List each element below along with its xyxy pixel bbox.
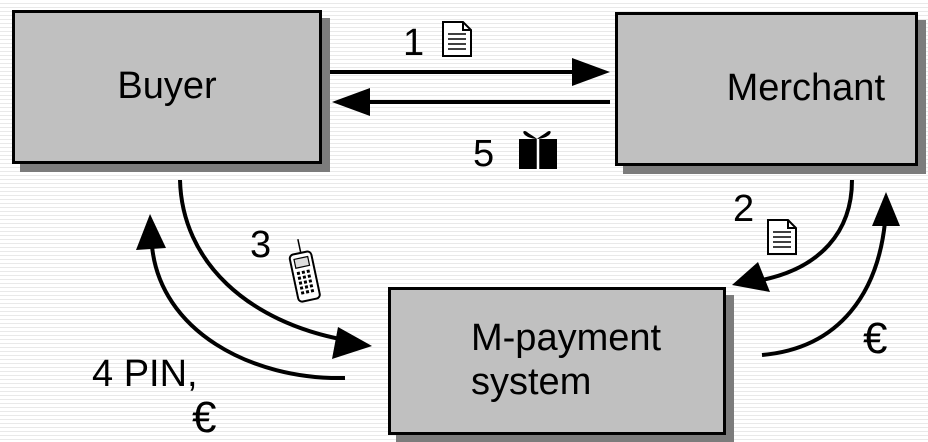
buyer-label: Buyer bbox=[117, 65, 217, 108]
euro-label-merchant: € bbox=[863, 314, 888, 363]
step-4-pin-label: 4 PIN, bbox=[92, 353, 198, 395]
document-icon bbox=[767, 219, 797, 255]
m-payment-label-line1: M-payment bbox=[471, 317, 662, 360]
merchant-box: Merchant bbox=[615, 12, 918, 166]
step-1-label: 1 bbox=[403, 22, 425, 64]
arrow-1-buyer-to-merchant bbox=[330, 58, 610, 86]
arrow-2-merchant-to-payment bbox=[732, 179, 854, 292]
arrow-euro-payment-to-merchant bbox=[761, 192, 900, 357]
arrow-3-buyer-to-payment bbox=[178, 179, 372, 359]
merchant-label: Merchant bbox=[726, 67, 885, 110]
gift-icon bbox=[519, 131, 557, 169]
buyer-box: Buyer bbox=[12, 10, 322, 164]
euro-label-buyer: € bbox=[192, 393, 217, 442]
document-icon bbox=[442, 21, 472, 57]
step-2-label: 2 bbox=[733, 188, 755, 230]
arrow-5-merchant-to-buyer bbox=[332, 88, 610, 116]
m-payment-system-box: M-payment system bbox=[388, 287, 726, 435]
mobile-phone-icon bbox=[288, 239, 321, 303]
step-5-label: 5 bbox=[473, 133, 495, 175]
m-payment-label-line2: system bbox=[471, 361, 592, 403]
step-3-label: 3 bbox=[250, 224, 272, 266]
arrow-4-payment-to-buyer bbox=[136, 214, 346, 381]
